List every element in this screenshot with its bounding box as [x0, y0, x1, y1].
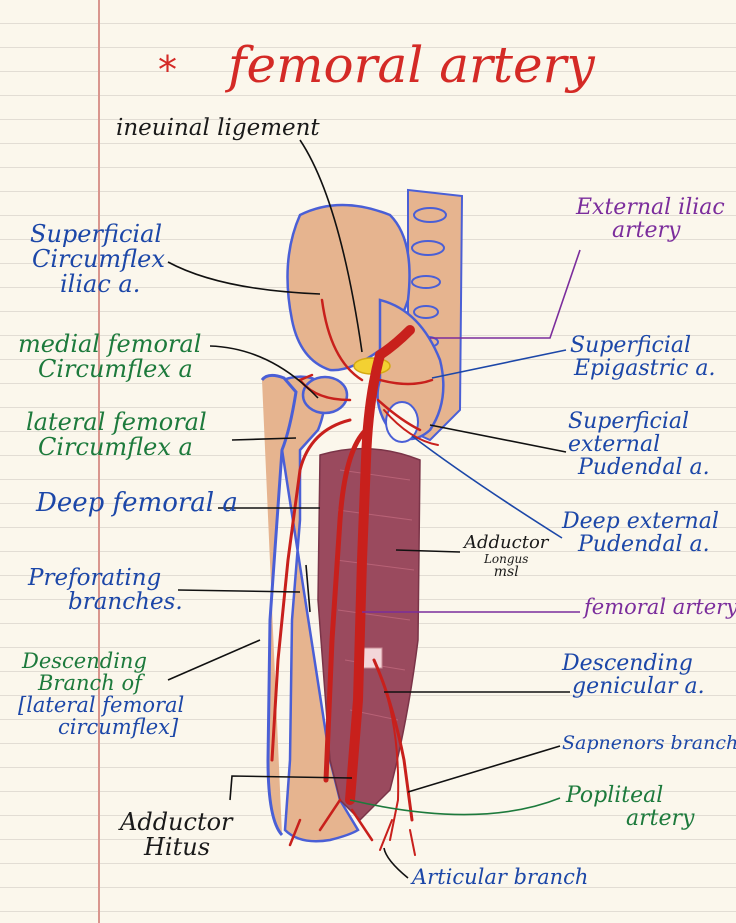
label-superficial-external-pudendal: Superficial external Pudendal a.: [568, 409, 710, 481]
label-adductor-longus: Adductor Longus msl: [464, 532, 549, 581]
label-articular-branch: Articular branch: [412, 865, 589, 889]
label-external-iliac-artery: External iliac artery: [576, 195, 725, 244]
label-deep-external-pudendal: Deep external Pudendal a.: [562, 509, 719, 558]
notebook-margin-line: [98, 0, 100, 923]
label-lateral-femoral-circumflex: lateral femoral Circumflex a: [26, 408, 207, 462]
label-saphenous-branch: Sapnenors branch: [562, 732, 736, 754]
pointer-lines: [167, 139, 581, 879]
label-descending-genicular: Descending genicular a.: [562, 651, 705, 700]
label-descending-branch-lateral: Descending Branch of [lateral femoral ci…: [18, 649, 185, 740]
label-deep-femoral: Deep femoral a: [36, 488, 238, 518]
label-superficial-circumflex-iliac: Superficial Circumflex iliac a.: [30, 220, 165, 299]
label-popliteal-artery: Popliteal artery: [566, 783, 695, 832]
page-title: femoral artery: [228, 36, 595, 94]
label-perforating-branches: Preforating branches.: [28, 565, 183, 616]
label-adductor-hiatus: Adductor Hitus: [120, 808, 233, 862]
label-medial-femoral-circumflex: medial femoral Circumflex a: [18, 330, 202, 384]
label-superficial-epigastric: Superficial Epigastric a.: [570, 333, 716, 382]
title-marker: *: [158, 48, 177, 92]
label-inguinal-ligament: ineuinal ligement: [116, 115, 320, 141]
artery-illustration: [270, 298, 439, 856]
femur-illustration: [260, 373, 360, 843]
label-femoral-artery: femoral artery: [584, 595, 736, 619]
